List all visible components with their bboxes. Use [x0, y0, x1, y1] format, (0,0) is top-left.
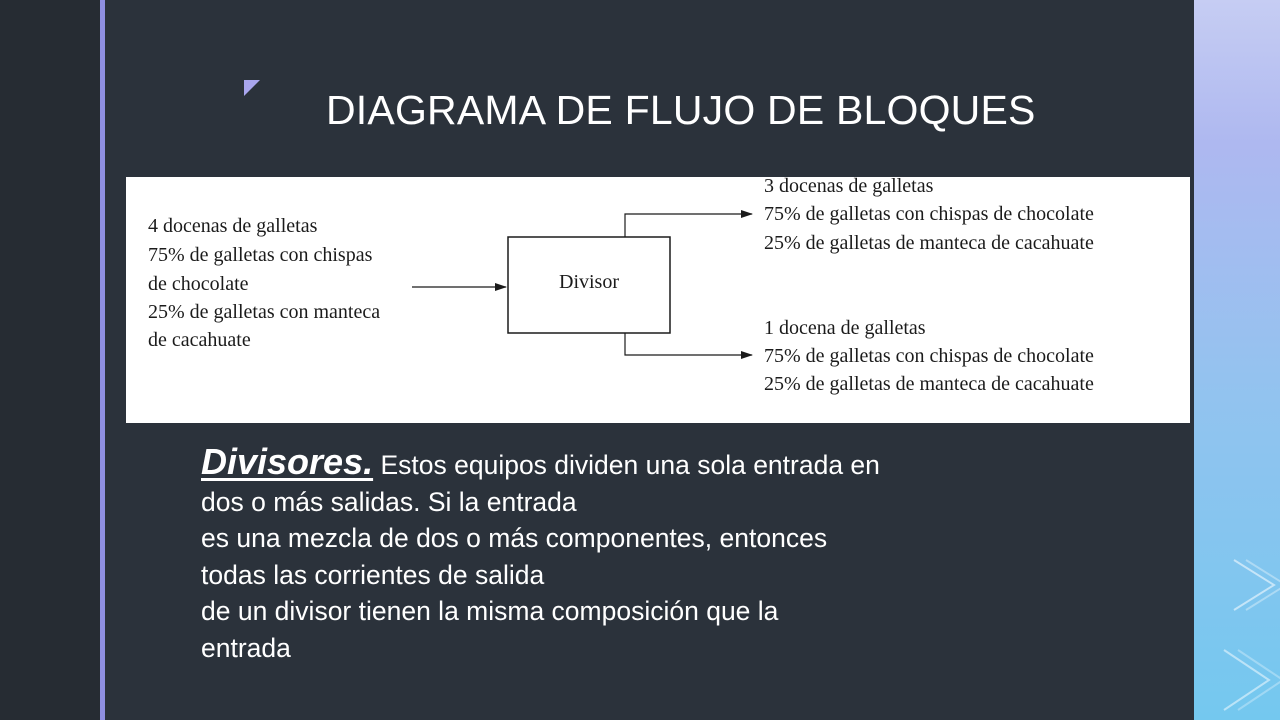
decorative-chevrons: [1223, 559, 1280, 711]
top-output-label: 3 docenas de galletas 75% de galletas co…: [764, 177, 1099, 254]
description-first-line: Divisores. Estos equipos dividen una sol…: [201, 441, 1081, 484]
description-line: de un divisor tienen la misma composició…: [201, 596, 779, 626]
description-line: entrada: [201, 632, 291, 663]
input-line: 4 docenas de galletas: [148, 215, 318, 237]
input-stream-label: 4 docenas de galletas 75% de galletas co…: [148, 215, 385, 351]
slide-title: DIAGRAMA DE FLUJO DE BLOQUES: [326, 87, 1036, 133]
top-output-line: 75% de galletas con chispas de chocolate: [764, 203, 1094, 225]
description-line: todas las corrientes de salida: [201, 559, 545, 590]
bottom-output-label: 1 docena de galletas 75% de galletas con…: [764, 317, 1099, 395]
left-margin-band: [0, 0, 100, 720]
left-accent-rule: [100, 0, 105, 720]
bottom-output-line: 75% de galletas con chispas de chocolate: [764, 345, 1094, 367]
corner-triangle-icon: [244, 80, 260, 96]
top-output-line: 25% de galletas de manteca de cacahuate: [764, 232, 1094, 254]
description-line: dos o más salidas. Si la entrada: [201, 486, 577, 517]
input-line: 25% de galletas con manteca: [148, 301, 380, 323]
bottom-output-arrow: [624, 333, 753, 359]
input-line: de chocolate: [148, 273, 249, 295]
bottom-output-line: 25% de galletas de manteca de cacahuate: [764, 373, 1094, 395]
divisor-block-label: Divisor: [559, 271, 619, 293]
bottom-output-line: 1 docena de galletas: [764, 317, 926, 339]
description-paragraph: Divisores. Estos equipos dividen una sol…: [201, 441, 1081, 666]
top-output-line: 3 docenas de galletas: [764, 177, 934, 197]
description-first-line-text: Estos equipos dividen una sola entrada e…: [380, 450, 880, 480]
description-lead: Divisores.: [201, 441, 374, 482]
divisor-block: [507, 236, 671, 334]
input-line: de cacahuate: [148, 329, 251, 351]
input-line: 75% de galletas con chispas: [148, 244, 373, 266]
right-decorative-panel: [1194, 0, 1280, 720]
top-output-arrow: [624, 210, 753, 237]
block-flow-diagram: 4 docenas de galletas 75% de galletas co…: [126, 177, 1190, 423]
description-line: es una mezcla de dos o más componentes, …: [201, 523, 828, 553]
